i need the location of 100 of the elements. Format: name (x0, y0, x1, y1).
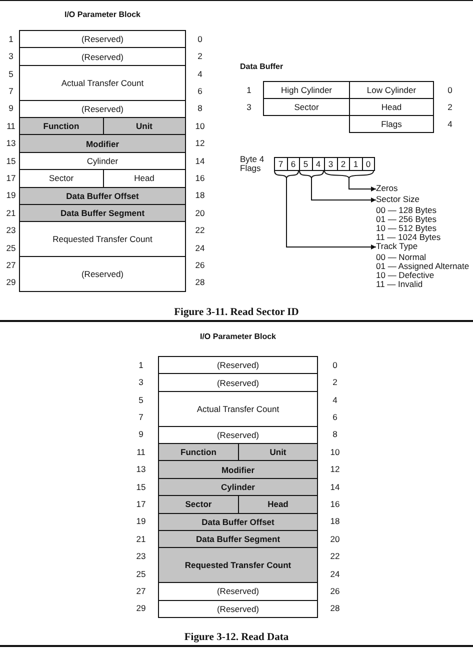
offset-number: 3 (246, 102, 252, 112)
field-cell: Data Buffer Offset (158, 512, 318, 531)
offset-number: 0 (196, 34, 204, 44)
field-cell: Modifier (158, 460, 318, 479)
offset-number: 16 (329, 498, 341, 509)
offset-number: 26 (329, 586, 341, 596)
description-heading: Zeros (376, 184, 399, 193)
offset-number: 21 (5, 208, 17, 218)
offset-number: 12 (329, 464, 341, 474)
bit-cell: 0 (362, 157, 375, 171)
bit-cell: 1 (349, 157, 362, 171)
offset-number: 5 (138, 394, 144, 404)
field-cell: Requested Transfer Count (19, 221, 186, 258)
bit-cell: 6 (286, 157, 300, 171)
value-description: 00 — 128 Bytes (376, 206, 438, 215)
offset-number: 18 (329, 516, 341, 526)
offset-number: 14 (194, 156, 206, 166)
field-cell: Data Buffer Segment (19, 204, 186, 222)
field-cell: (Reserved) (19, 30, 186, 48)
field-cell: (Reserved) (19, 256, 186, 292)
offset-number: 6 (332, 412, 338, 422)
brace (299, 171, 324, 178)
table-heading: I/O Parameter Block (198, 332, 278, 341)
bit-cell: 2 (336, 157, 350, 171)
offset-number: 10 (329, 446, 341, 457)
offset-number: 8 (332, 429, 338, 440)
value-description: 01 — 256 Bytes (376, 215, 438, 224)
figure-caption: Figure 3-12. Read Data (184, 632, 289, 643)
field-cell: (Reserved) (158, 600, 318, 618)
offset-number: 4 (196, 68, 204, 78)
field-cell: (Reserved) (158, 582, 318, 601)
offset-number: 23 (135, 551, 147, 562)
field-cell: (Reserved) (19, 47, 186, 66)
figure-caption: Figure 3-11. Read Sector ID (174, 307, 299, 318)
table-heading: I/O Parameter Block (63, 10, 142, 19)
offset-number: 20 (194, 208, 206, 218)
offset-number: 1 (138, 360, 144, 370)
offset-number: 18 (194, 190, 206, 200)
offset-number: 10 (194, 120, 206, 131)
field-cell: Data Buffer Segment (158, 530, 318, 548)
value-description: 10 — Defective (376, 271, 436, 280)
offset-number: 25 (5, 242, 17, 252)
field-cell: Actual Transfer Count (158, 390, 318, 427)
offset-number: 2 (196, 51, 204, 62)
brace (274, 171, 299, 178)
table-heading: Byte 4 Flags (240, 155, 266, 173)
offset-number: 19 (135, 516, 147, 526)
field-cell: Modifier (19, 134, 186, 153)
offset-number: 6 (196, 86, 204, 96)
field-cell: Sector (158, 495, 239, 514)
offset-number: 28 (329, 603, 341, 614)
field-cell: Sector (263, 98, 350, 116)
value-description: 01 — Assigned Alternate (376, 262, 470, 271)
offset-number: 0 (446, 85, 454, 95)
offset-number: 24 (329, 568, 341, 578)
offset-number: 13 (135, 464, 147, 474)
offset-number: 23 (5, 225, 17, 236)
value-description: 11 — 1024 Bytes (376, 233, 442, 242)
brace (324, 171, 374, 178)
field-cell: Low Cylinder (349, 81, 434, 99)
offset-number: 3 (138, 377, 144, 388)
offset-number: 12 (194, 138, 206, 148)
offset-number: 21 (135, 534, 147, 544)
offset-number: 14 (329, 482, 341, 492)
field-cell: (Reserved) (158, 356, 318, 374)
arrow (348, 178, 376, 192)
field-cell: Unit (238, 443, 318, 462)
offset-number: 8 (196, 103, 204, 114)
offset-number: 1 (8, 34, 14, 44)
value-description: 00 — Normal (376, 253, 428, 262)
offset-number: 7 (8, 86, 14, 96)
arrow (311, 178, 376, 202)
bit-cell: 4 (312, 157, 325, 171)
field-cell: Requested Transfer Count (158, 547, 318, 584)
offset-number: 5 (8, 68, 14, 78)
offset-number: 20 (329, 534, 341, 544)
value-description: 10 — 512 Bytes (376, 224, 438, 233)
offset-number: 9 (138, 429, 144, 440)
table-heading: Data Buffer (240, 62, 284, 71)
offset-number: 29 (5, 277, 17, 288)
offset-number: 19 (5, 190, 17, 200)
offset-number: 2 (332, 377, 338, 388)
field-cell: Data Buffer Offset (19, 186, 186, 205)
offset-number: 25 (135, 568, 147, 578)
offset-number: 15 (5, 156, 17, 166)
offset-number: 17 (5, 172, 17, 183)
offset-number: 13 (5, 138, 17, 148)
offset-number: 28 (194, 277, 206, 288)
offset-number: 22 (194, 225, 206, 236)
field-cell: Function (158, 443, 239, 462)
offset-number: 3 (8, 51, 14, 62)
offset-number: 24 (194, 242, 206, 252)
value-description: 11 — Invalid (376, 280, 424, 289)
offset-number: 22 (329, 551, 341, 562)
offset-number: 17 (135, 498, 147, 509)
field-cell: (Reserved) (158, 373, 318, 392)
description-heading: Track Type (376, 242, 419, 251)
offset-number: 4 (332, 394, 338, 404)
field-cell: Actual Transfer Count (19, 64, 186, 101)
offset-number: 0 (332, 360, 338, 370)
